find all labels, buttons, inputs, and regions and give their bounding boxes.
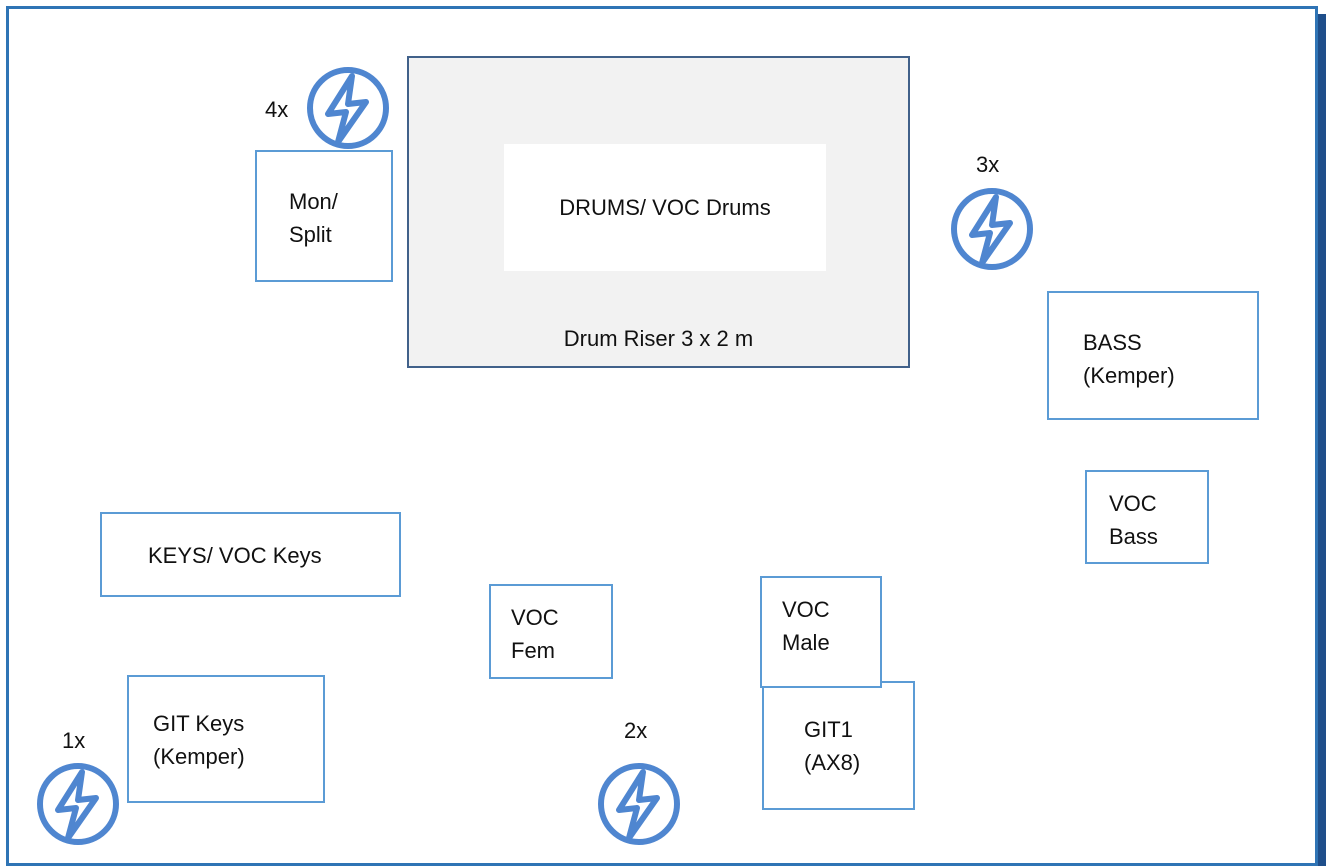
voc-bass-box: VOC Bass xyxy=(1085,470,1209,564)
power-count-4x: 4x xyxy=(265,97,289,122)
drums-label: DRUMS/ VOC Drums xyxy=(559,194,771,220)
power-outlet-icon xyxy=(951,188,1033,270)
power-count-3x: 3x xyxy=(976,152,1000,177)
git-keys-box: GIT Keys (Kemper) xyxy=(127,675,325,803)
power-outlet-icon xyxy=(598,763,680,845)
voc-male-box: VOC Male xyxy=(760,576,882,688)
drum-riser-label: Drum Riser 3 x 2 m xyxy=(563,326,754,351)
voc-fem-box: VOC Fem xyxy=(489,584,613,679)
git1-box: GIT1 (AX8) xyxy=(762,681,915,810)
power-outlet-icon xyxy=(37,763,119,845)
power-count-1x: 1x xyxy=(62,728,86,753)
bass-box: BASS (Kemper) xyxy=(1047,291,1259,420)
drums-area: DRUMS/ VOC Drums xyxy=(504,144,826,271)
monitor-split-box: Mon/ Split xyxy=(255,150,393,282)
power-outlet-icon xyxy=(307,67,389,149)
drum-riser: DRUMS/ VOC Drums Drum Riser 3 x 2 m xyxy=(407,56,910,368)
keys-box: KEYS/ VOC Keys xyxy=(100,512,401,597)
power-count-2x: 2x xyxy=(624,718,648,743)
